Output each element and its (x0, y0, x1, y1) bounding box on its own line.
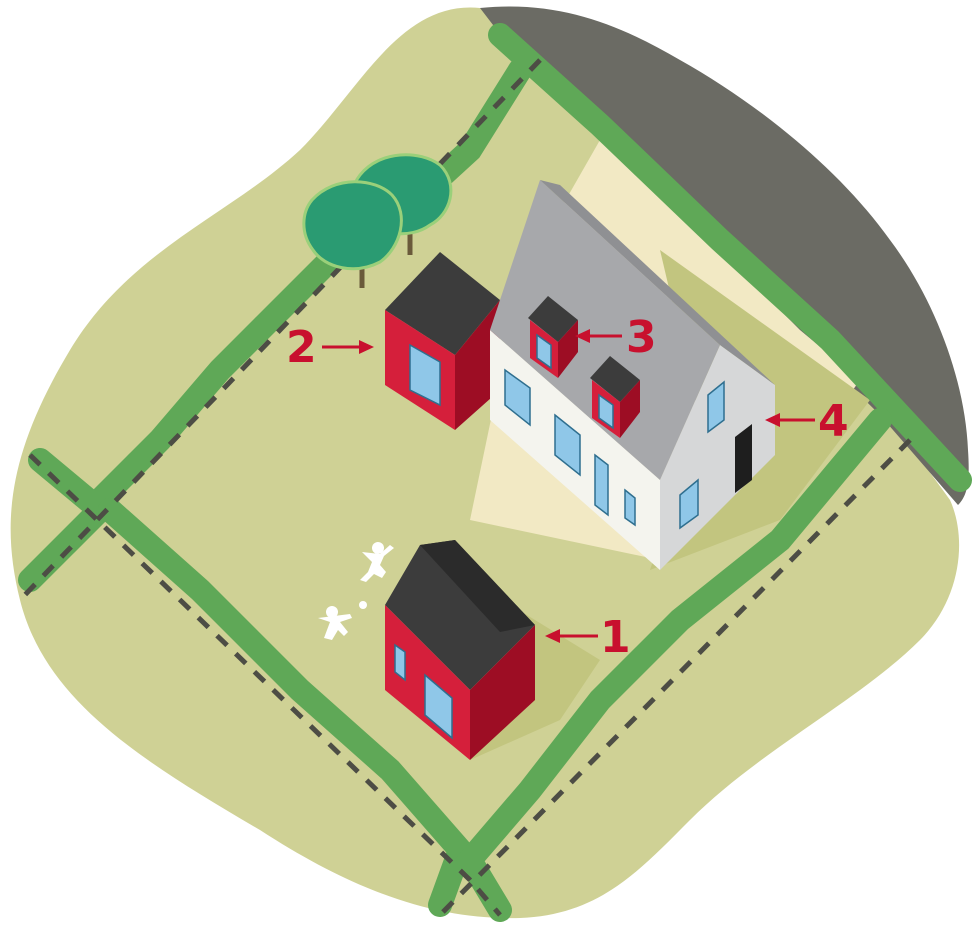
ball-icon (359, 601, 367, 609)
callout-1-number: 1 (600, 612, 631, 663)
callout-3-number: 3 (626, 312, 657, 363)
callout-2-number: 2 (286, 322, 317, 373)
callout-4-number: 4 (818, 396, 849, 447)
window (595, 455, 608, 515)
